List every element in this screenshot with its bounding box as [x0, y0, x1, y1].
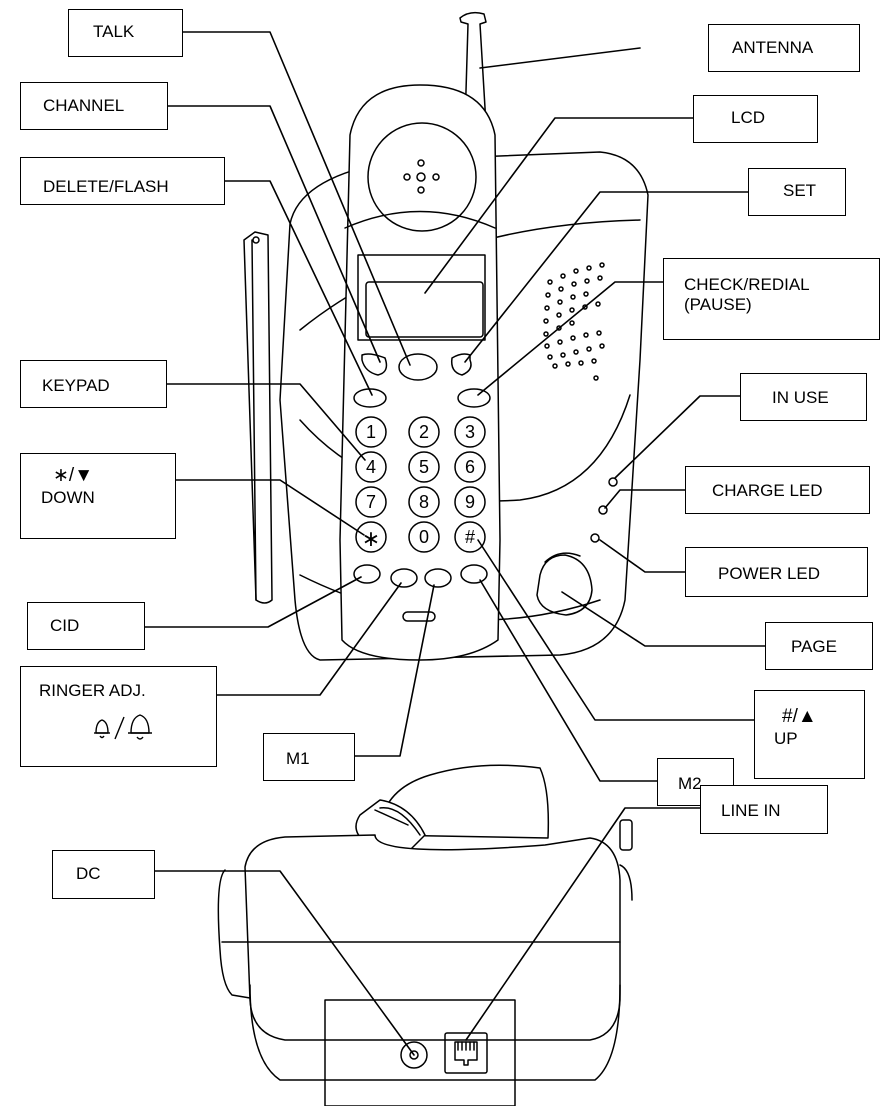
label-hash-up: #/▲ UP	[754, 690, 865, 779]
key-9: 9	[465, 492, 475, 512]
key-5: 5	[419, 457, 429, 477]
in-use-led	[608, 477, 618, 487]
label-m1: M1	[263, 733, 355, 781]
cid-button	[353, 564, 381, 584]
key-star: ∗	[362, 526, 380, 551]
label-delete-flash: DELETE/FLASH	[20, 157, 225, 205]
base-antenna	[243, 231, 273, 604]
channel-button	[361, 353, 388, 376]
label-power-led: POWER LED	[685, 547, 868, 597]
label-check-redial: CHECK/REDIAL (PAUSE)	[663, 258, 880, 340]
label-star-down: ∗/▼ DOWN	[20, 453, 176, 539]
speaker-grille	[543, 262, 605, 381]
ringer-button	[390, 568, 418, 588]
dc-jack	[400, 1041, 428, 1069]
key-1: 1	[366, 422, 376, 442]
key-7: 7	[366, 492, 376, 512]
keypad-digits: 1 2 3 4 5 6 7 8 9 ∗ 0 #	[362, 422, 475, 551]
label-line-in: LINE IN	[700, 785, 828, 834]
check-redial-button	[457, 388, 491, 408]
microphone-slot	[402, 611, 436, 622]
label-charge-led: CHARGE LED	[685, 466, 870, 514]
label-keypad: KEYPAD	[20, 360, 167, 408]
label-antenna: ANTENNA	[708, 24, 860, 72]
label-page: PAGE	[765, 622, 873, 670]
back-view	[154, 764, 701, 1106]
label-talk: TALK	[68, 9, 183, 57]
m2-button	[460, 564, 488, 584]
label-ringer-adj: RINGER ADJ.	[20, 666, 217, 767]
key-3: 3	[465, 422, 475, 442]
m1-button	[424, 568, 452, 588]
power-led	[590, 533, 600, 543]
label-lcd: LCD	[693, 95, 818, 143]
page-button	[536, 554, 593, 616]
label-in-use: IN USE	[740, 373, 867, 421]
key-2: 2	[419, 422, 429, 442]
bell-icon	[94, 714, 152, 740]
keypad-keys	[355, 416, 486, 553]
label-m2: M2	[657, 758, 734, 806]
key-0: 0	[419, 527, 429, 547]
key-8: 8	[419, 492, 429, 512]
key-4: 4	[366, 457, 376, 477]
charge-led	[598, 505, 608, 515]
set-button	[450, 353, 472, 376]
leader-lines	[144, 31, 766, 782]
talk-button	[398, 353, 438, 381]
key-6: 6	[465, 457, 475, 477]
key-hash: #	[465, 527, 475, 547]
label-set: SET	[748, 168, 846, 216]
label-channel: CHANNEL	[20, 82, 168, 130]
handset	[339, 84, 501, 661]
lcd-screen	[365, 281, 484, 338]
label-cid: CID	[27, 602, 145, 650]
line-in-jack	[444, 1032, 488, 1074]
label-dc: DC	[52, 850, 155, 899]
